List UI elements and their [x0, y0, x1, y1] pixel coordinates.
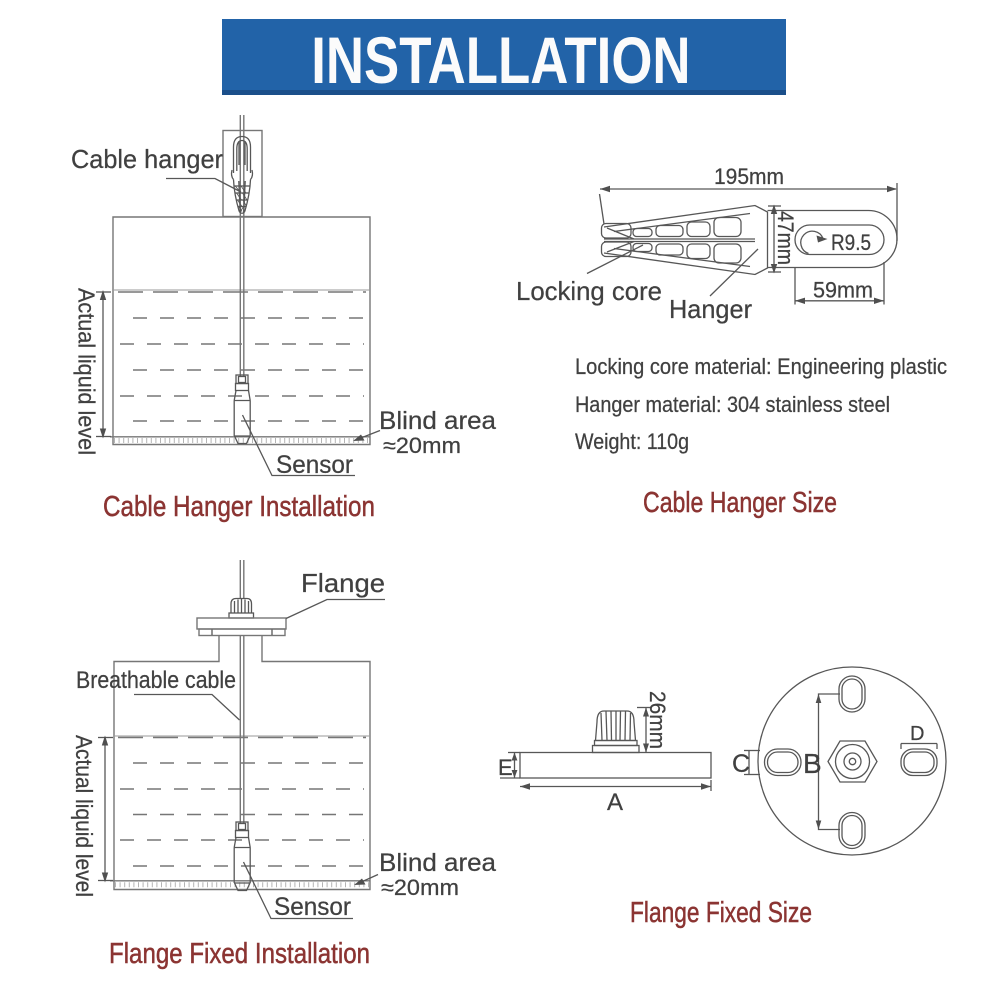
svg-text:Breathable cable: Breathable cable — [76, 667, 236, 694]
svg-text:C: C — [732, 750, 750, 778]
svg-text:59mm: 59mm — [813, 278, 873, 303]
svg-text:Locking core: Locking core — [516, 276, 662, 306]
svg-text:D: D — [910, 723, 924, 745]
svg-text:Hanger material: 304 stainless: Hanger material: 304 stainless steel — [575, 392, 890, 417]
svg-text:Flange: Flange — [301, 568, 385, 598]
svg-text:Blind area: Blind area — [379, 849, 496, 877]
svg-text:195mm: 195mm — [714, 164, 784, 189]
svg-text:Locking core material: Enginee: Locking core material: Engineering plast… — [575, 354, 947, 379]
svg-text:Flange Fixed Size: Flange Fixed Size — [630, 897, 812, 929]
svg-text:26mm: 26mm — [645, 691, 670, 749]
svg-text:E: E — [498, 755, 513, 780]
svg-text:Actual liquid level: Actual liquid level — [74, 288, 100, 455]
svg-text:Cable Hanger Installation: Cable Hanger Installation — [103, 491, 375, 523]
svg-text:Blind area: Blind area — [379, 407, 496, 435]
svg-text:Flange Fixed Installation: Flange Fixed Installation — [109, 938, 370, 970]
svg-text:Sensor: Sensor — [276, 451, 353, 479]
svg-text:A: A — [607, 789, 623, 816]
svg-text:Actual liquid level: Actual liquid level — [71, 735, 97, 897]
svg-text:Cable hanger: Cable hanger — [71, 144, 223, 174]
svg-text:R9.5: R9.5 — [831, 230, 871, 255]
svg-text:Hanger: Hanger — [669, 294, 752, 324]
svg-text:B: B — [803, 748, 822, 779]
svg-text:Weight: 110g: Weight: 110g — [575, 429, 689, 454]
svg-text:Sensor: Sensor — [274, 893, 351, 921]
svg-text:≈20mm: ≈20mm — [381, 875, 459, 900]
svg-text:47mm: 47mm — [773, 211, 798, 265]
svg-text:≈20mm: ≈20mm — [383, 433, 461, 458]
svg-text:Cable Hanger Size: Cable Hanger Size — [643, 487, 837, 519]
